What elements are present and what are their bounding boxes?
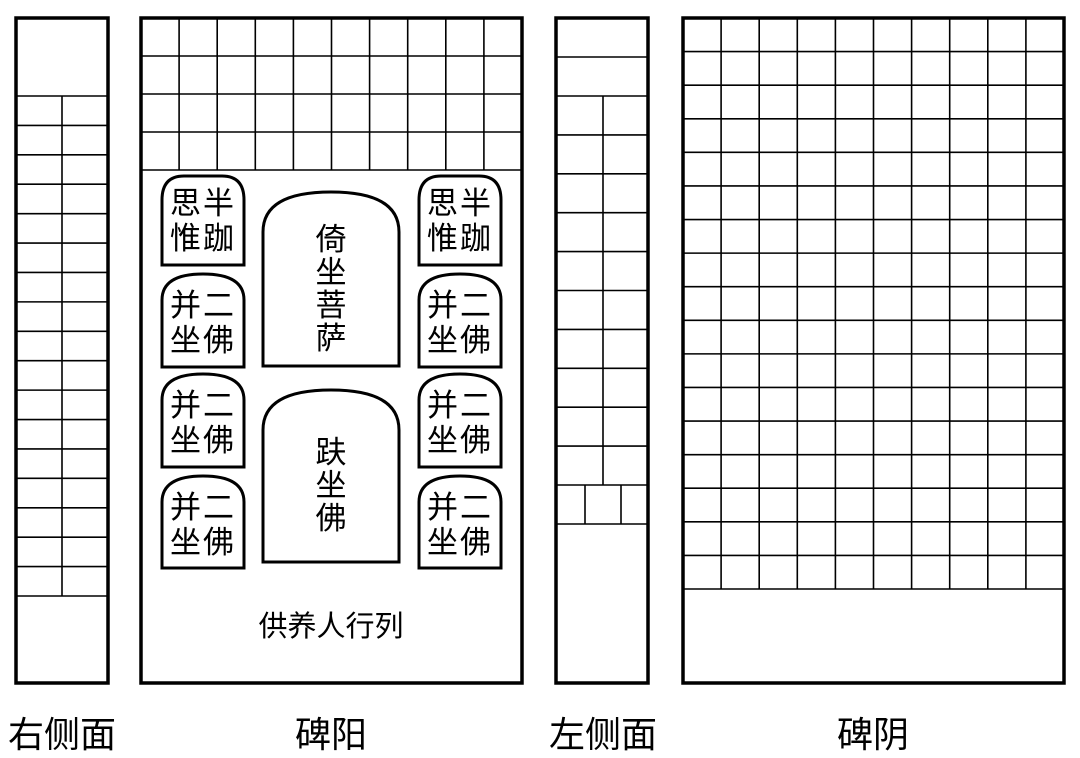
- niche-text: 惟跏: [170, 221, 236, 257]
- niche-right-3: 并二 坐佛: [417, 372, 503, 469]
- niche-text: 坐佛: [427, 525, 493, 561]
- niche-text: 坐佛: [170, 323, 236, 359]
- niche-text: 惟跏: [427, 221, 493, 257]
- niche-text: 坐佛: [427, 423, 493, 459]
- left-side-border: [554, 16, 650, 685]
- right-side-panel: [14, 16, 110, 685]
- niche-text: 并二: [427, 288, 493, 324]
- donor-procession-caption: 供养人行列: [258, 609, 403, 643]
- left-side-panel: [554, 16, 650, 685]
- front-label: 碑阳: [295, 715, 367, 756]
- niche-text: 并二: [170, 288, 236, 324]
- niche-center-upper: 倚 坐 菩 萨: [261, 190, 401, 368]
- front-top-grid: [141, 18, 522, 171]
- niche-text: 并二: [427, 490, 493, 526]
- niche-text: 思半: [427, 186, 493, 222]
- front-panel: 思半 惟跏 并二 坐佛 并二 坐佛 并二 坐佛 思半 惟跏 并二 坐佛: [139, 16, 524, 685]
- back-grid: [683, 18, 1064, 590]
- niche-right-2: 并二 坐佛: [417, 272, 503, 369]
- niche-text: 并二: [427, 388, 493, 424]
- niche-center-lower: 趺 坐 佛: [261, 388, 401, 564]
- niche-left-2: 并二 坐佛: [160, 272, 246, 369]
- right-side-grid: [16, 95, 108, 597]
- niche-text: 坐佛: [170, 525, 236, 561]
- center-upper-char: 坐: [316, 255, 347, 291]
- niche-text: 思半: [170, 186, 236, 222]
- niche-left-3: 并二 坐佛: [160, 372, 246, 469]
- back-panel: [681, 16, 1066, 685]
- niche-text: 坐佛: [427, 323, 493, 359]
- right-side-label: 右侧面: [8, 715, 116, 756]
- center-upper-char: 倚: [316, 222, 347, 258]
- niche-text: 并二: [170, 388, 236, 424]
- back-label: 碑阴: [837, 715, 909, 756]
- center-lower-char: 坐: [316, 468, 347, 504]
- center-lower-char: 佛: [316, 501, 347, 537]
- left-side-grid: [556, 56, 648, 525]
- center-upper-char: 菩: [316, 288, 347, 324]
- center-upper-char: 萨: [316, 321, 347, 357]
- niche-right-top: 思半 惟跏: [417, 174, 503, 267]
- niche-right-4: 并二 坐佛: [417, 474, 503, 570]
- right-side-border: [14, 16, 110, 685]
- niche-text: 坐佛: [170, 423, 236, 459]
- niche-text: 并二: [170, 490, 236, 526]
- niche-left-4: 并二 坐佛: [160, 474, 246, 570]
- niche-left-top: 思半 惟跏: [160, 174, 246, 267]
- center-lower-char: 趺: [316, 435, 347, 471]
- left-side-label: 左侧面: [549, 715, 657, 756]
